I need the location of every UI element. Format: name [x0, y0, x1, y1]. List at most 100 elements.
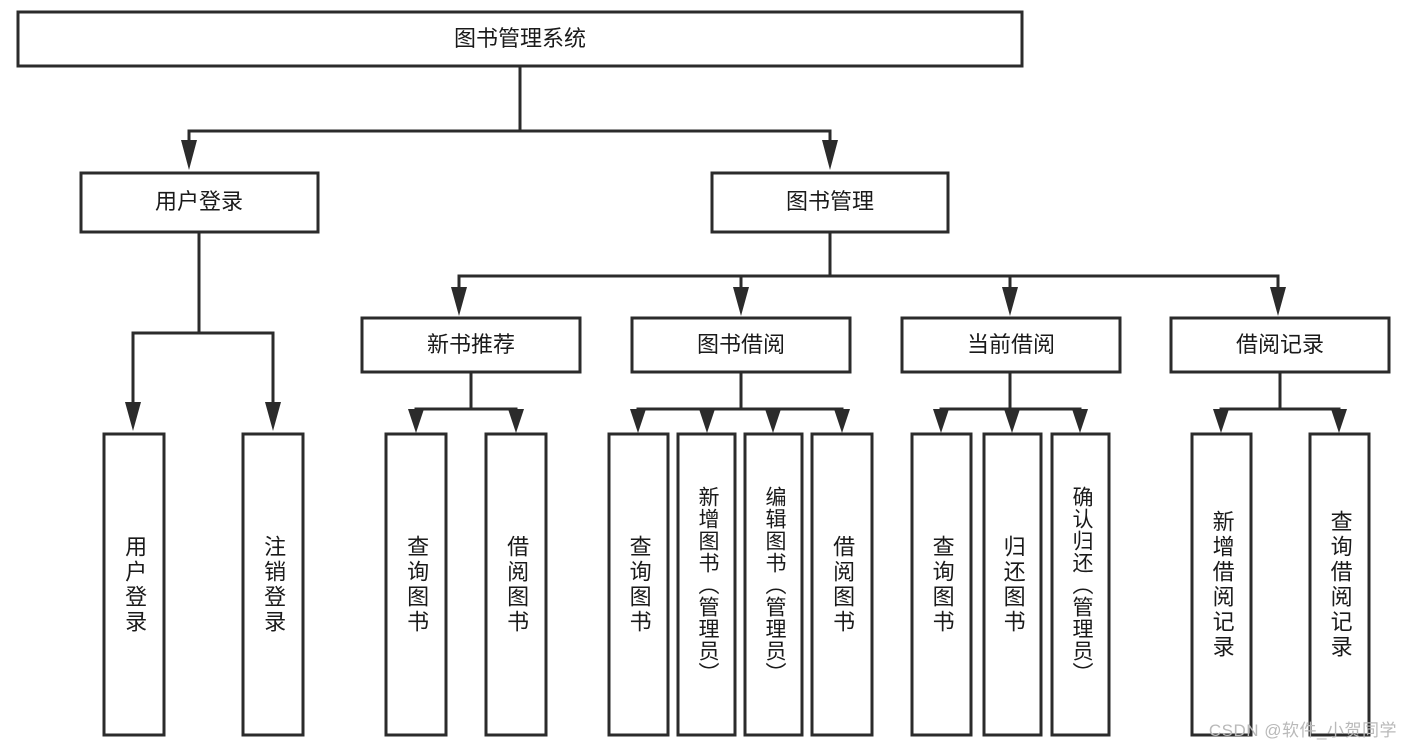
- edge-group-book-manage: [451, 230, 1286, 316]
- node-book-borrow-box[interactable]: [630, 316, 852, 374]
- node-leaf-borrow-book-1[interactable]: 借阅图书: [484, 432, 548, 737]
- node-current-borrow[interactable]: 当前借阅: [900, 316, 1122, 374]
- node-leaf-borrow-book-1-label: 借阅图书: [504, 534, 530, 635]
- node-leaf-user-login-box[interactable]: [102, 432, 166, 737]
- arrow-head-icon: [733, 287, 749, 316]
- arrow-head-icon: [1270, 287, 1286, 316]
- node-leaf-borrow-book-2-label: 借阅图书: [830, 534, 856, 635]
- arrow-head-icon: [933, 409, 949, 433]
- edge-group-current-borrow: [933, 370, 1088, 433]
- node-leaf-query-book-3-textwrap: 查询图书: [929, 534, 955, 635]
- arrow-head-icon: [765, 409, 781, 433]
- node-leaf-edit-book-label: 编辑图书（管理员）: [762, 485, 786, 684]
- node-leaf-return-book-label: 归还图书: [1000, 534, 1026, 635]
- node-user-login[interactable]: 用户登录: [79, 171, 320, 234]
- node-leaf-borrow-book-1-textwrap: 借阅图书: [504, 534, 530, 635]
- node-leaf-borrow-book-2-box[interactable]: [810, 432, 874, 737]
- node-leaf-query-record[interactable]: 查询借阅记录: [1308, 432, 1371, 737]
- arrow-head-icon: [508, 409, 524, 433]
- node-leaf-user-login-textwrap: 用户登录: [122, 534, 148, 635]
- node-leaf-query-record-label: 查询借阅记录: [1327, 509, 1353, 660]
- node-new-book-rec-box[interactable]: [360, 316, 582, 374]
- node-leaf-confirm-return-textwrap: 确认归还（管理员）: [1069, 485, 1093, 684]
- node-root-box[interactable]: [16, 10, 1024, 68]
- arrow-head-icon: [125, 402, 141, 431]
- node-leaf-query-book-1-textwrap: 查询图书: [404, 534, 430, 635]
- node-leaf-edit-book[interactable]: 编辑图书（管理员）: [743, 432, 804, 737]
- node-book-manage-label: 图书管理: [786, 189, 874, 214]
- node-root[interactable]: 图书管理系统: [16, 10, 1024, 68]
- node-leaf-add-book-textwrap: 新增图书（管理员）: [695, 485, 719, 684]
- node-leaf-confirm-return-box[interactable]: [1050, 432, 1111, 737]
- node-leaf-confirm-return[interactable]: 确认归还（管理员）: [1050, 432, 1111, 737]
- node-leaf-borrow-book-2[interactable]: 借阅图书: [810, 432, 874, 737]
- node-book-borrow[interactable]: 图书借阅: [630, 316, 852, 374]
- node-new-book-rec[interactable]: 新书推荐: [360, 316, 582, 374]
- node-leaf-add-book[interactable]: 新增图书（管理员）: [676, 432, 737, 737]
- node-book-borrow-label: 图书借阅: [697, 332, 785, 357]
- node-leaf-query-book-2[interactable]: 查询图书: [607, 432, 670, 737]
- node-leaf-query-record-box[interactable]: [1308, 432, 1371, 737]
- node-leaf-return-book[interactable]: 归还图书: [982, 432, 1043, 737]
- arrow-head-icon: [408, 409, 424, 433]
- node-root-label: 图书管理系统: [454, 26, 586, 51]
- edge-group-new-book-rec: [408, 370, 524, 433]
- node-leaf-add-book-box[interactable]: [676, 432, 737, 737]
- edge-group-user-login: [125, 230, 281, 431]
- node-leaf-query-book-3-label: 查询图书: [929, 534, 955, 635]
- node-new-book-rec-label: 新书推荐: [427, 332, 515, 357]
- node-user-login-label: 用户登录: [155, 189, 243, 214]
- arrow-head-icon: [1004, 409, 1020, 433]
- node-leaf-user-logout-textwrap: 注销登录: [261, 534, 287, 635]
- node-leaf-user-logout-label: 注销登录: [261, 534, 287, 635]
- node-leaf-add-record[interactable]: 新增借阅记录: [1190, 432, 1253, 737]
- arrow-head-icon: [265, 402, 281, 431]
- node-leaf-user-login[interactable]: 用户登录: [102, 432, 166, 737]
- arrow-head-icon: [699, 409, 715, 433]
- node-current-borrow-label: 当前借阅: [967, 332, 1055, 357]
- node-leaf-query-book-3[interactable]: 查询图书: [910, 432, 973, 737]
- node-leaf-add-record-label: 新增借阅记录: [1209, 509, 1235, 660]
- node-leaf-add-book-label: 新增图书（管理员）: [695, 485, 719, 684]
- node-borrow-record[interactable]: 借阅记录: [1169, 316, 1391, 374]
- node-book-manage[interactable]: 图书管理: [710, 171, 950, 234]
- edge-group-book-borrow: [630, 370, 850, 433]
- node-leaf-query-book-2-textwrap: 查询图书: [626, 534, 652, 635]
- node-leaf-borrow-book-2-textwrap: 借阅图书: [830, 534, 856, 635]
- edge-group-root: [181, 64, 838, 170]
- arrow-head-icon: [1213, 409, 1229, 433]
- node-leaf-confirm-return-label: 确认归还（管理员）: [1069, 485, 1093, 684]
- arrow-head-icon: [451, 287, 467, 316]
- node-borrow-record-label: 借阅记录: [1236, 332, 1324, 357]
- node-leaf-add-record-box[interactable]: [1190, 432, 1253, 737]
- arrow-head-icon: [181, 140, 197, 170]
- edge-group-borrow-record: [1213, 370, 1347, 433]
- arrow-head-icon: [630, 409, 646, 433]
- arrow-head-icon: [1072, 409, 1088, 433]
- node-leaf-query-book-1[interactable]: 查询图书: [384, 432, 448, 737]
- node-leaf-user-logout[interactable]: 注销登录: [241, 432, 305, 737]
- node-leaf-return-book-textwrap: 归还图书: [1000, 534, 1026, 635]
- node-leaf-query-book-1-box[interactable]: [384, 432, 448, 737]
- node-borrow-record-box[interactable]: [1169, 316, 1391, 374]
- arrow-head-icon: [1002, 287, 1018, 316]
- node-leaf-user-logout-box[interactable]: [241, 432, 305, 737]
- node-leaf-query-book-2-label: 查询图书: [626, 534, 652, 635]
- node-leaf-return-book-box[interactable]: [982, 432, 1043, 737]
- node-leaf-edit-book-box[interactable]: [743, 432, 804, 737]
- node-leaf-query-book-1-label: 查询图书: [404, 534, 430, 635]
- node-leaf-edit-book-textwrap: 编辑图书（管理员）: [762, 485, 786, 684]
- node-leaf-user-login-label: 用户登录: [122, 534, 148, 635]
- arrow-head-icon: [1331, 409, 1347, 433]
- node-book-manage-box[interactable]: [710, 171, 950, 234]
- node-leaf-query-book-2-box[interactable]: [607, 432, 670, 737]
- node-leaf-query-book-3-box[interactable]: [910, 432, 973, 737]
- node-leaf-add-record-textwrap: 新增借阅记录: [1209, 509, 1235, 660]
- node-user-login-box[interactable]: [79, 171, 320, 234]
- node-leaf-query-record-textwrap: 查询借阅记录: [1327, 509, 1353, 660]
- arrow-head-icon: [834, 409, 850, 433]
- node-leaf-borrow-book-1-box[interactable]: [484, 432, 548, 737]
- node-current-borrow-box[interactable]: [900, 316, 1122, 374]
